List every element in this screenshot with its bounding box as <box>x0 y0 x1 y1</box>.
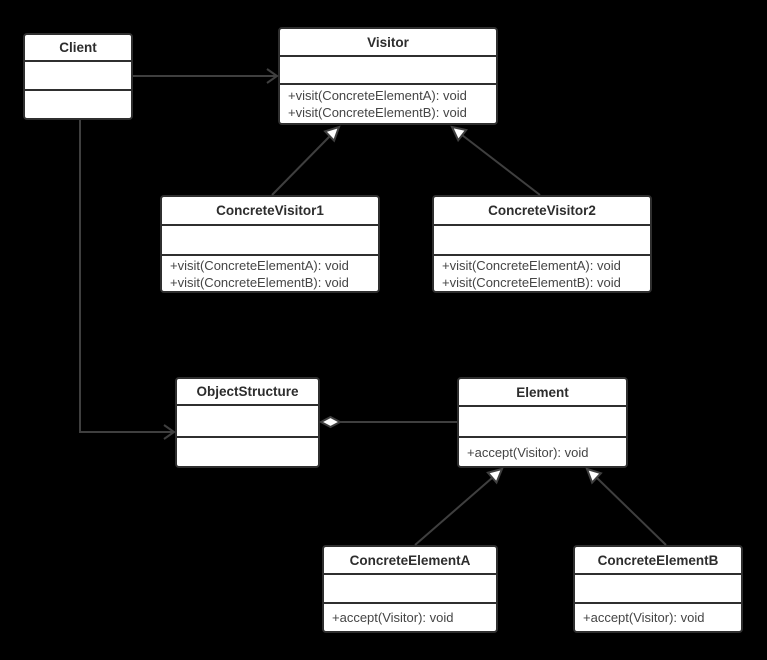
open-arrowhead-icon <box>266 68 279 84</box>
class-concrete-visitor1-attributes <box>162 224 378 254</box>
class-object-structure[interactable]: ObjectStructure <box>175 377 320 468</box>
class-concrete-visitor2-title: ConcreteVisitor2 <box>488 203 596 218</box>
association-line <box>79 120 172 433</box>
class-concrete-element-b-title: ConcreteElementB <box>597 552 719 568</box>
generalization-line <box>414 477 493 546</box>
method-label: +visit(ConcreteElementA): void <box>288 88 467 103</box>
method-label: +accept(Visitor): void <box>332 610 454 625</box>
method-label: +visit(ConcreteElementA): void <box>442 257 621 273</box>
class-visitor-methods: +visit(ConcreteElementA): void +visit(Co… <box>280 83 496 123</box>
method-label: +accept(Visitor): void <box>467 444 589 460</box>
class-visitor-attributes <box>280 55 496 83</box>
edge-concretevisitor2-visitor[interactable] <box>450 125 541 196</box>
class-object-structure-title: ObjectStructure <box>196 384 299 399</box>
edge-concretevisitor1-visitor[interactable] <box>271 125 341 196</box>
generalization-line <box>271 135 331 196</box>
class-visitor[interactable]: Visitor +visit(ConcreteElementA): void +… <box>278 27 498 125</box>
edge-concreteelementb-element[interactable] <box>585 467 667 546</box>
method-label: +visit(ConcreteElementB): void <box>170 274 349 290</box>
class-concrete-visitor2-attributes <box>434 224 650 254</box>
class-concrete-element-b-methods: +accept(Visitor): void <box>575 602 741 631</box>
class-concrete-element-a[interactable]: ConcreteElementA +accept(Visitor): void <box>322 545 498 633</box>
class-client-title: Client <box>59 40 97 55</box>
class-concrete-visitor2-methods: +visit(ConcreteElementA): void +visit(Co… <box>434 254 650 291</box>
class-object-structure-methods <box>177 436 318 466</box>
hollow-triangle-arrowhead-icon <box>450 125 468 143</box>
class-concrete-element-a-title: ConcreteElementA <box>349 552 471 568</box>
class-concrete-element-b[interactable]: ConcreteElementB +accept(Visitor): void <box>573 545 743 633</box>
class-element[interactable]: Element +accept(Visitor): void <box>457 377 628 468</box>
edge-objectstructure-element-aggregation[interactable] <box>318 415 457 429</box>
generalization-line <box>461 134 541 196</box>
class-object-structure-attributes <box>177 404 318 436</box>
method-label: +visit(ConcreteElementA): void <box>170 257 349 273</box>
class-concrete-visitor1-title: ConcreteVisitor1 <box>216 203 324 218</box>
class-concrete-element-a-attributes <box>324 573 496 602</box>
edge-concreteelementa-element[interactable] <box>414 467 504 546</box>
open-arrowhead-icon <box>163 424 176 440</box>
class-element-title: Element <box>516 384 569 400</box>
hollow-triangle-arrowhead-icon <box>323 125 341 143</box>
method-label: +visit(ConcreteElementB): void <box>288 105 467 120</box>
edge-client-objectstructure[interactable] <box>79 120 176 440</box>
class-concrete-element-a-methods: +accept(Visitor): void <box>324 602 496 631</box>
class-element-methods: +accept(Visitor): void <box>459 436 626 466</box>
hollow-triangle-arrowhead-icon <box>486 467 504 485</box>
class-concrete-visitor1-methods: +visit(ConcreteElementA): void +visit(Co… <box>162 254 378 291</box>
generalization-line <box>596 477 667 546</box>
method-label: +visit(ConcreteElementB): void <box>442 274 621 290</box>
class-concrete-visitor1[interactable]: ConcreteVisitor1 +visit(ConcreteElementA… <box>160 195 380 293</box>
class-client-attributes <box>25 60 131 89</box>
method-label: +accept(Visitor): void <box>583 610 705 625</box>
class-visitor-title: Visitor <box>367 34 409 50</box>
class-element-attributes <box>459 405 626 436</box>
class-client[interactable]: Client <box>23 33 133 120</box>
edge-client-visitor[interactable] <box>133 68 279 84</box>
class-concrete-visitor2[interactable]: ConcreteVisitor2 +visit(ConcreteElementA… <box>432 195 652 293</box>
aggregation-diamond-icon <box>318 415 343 429</box>
hollow-triangle-arrowhead-icon <box>585 467 603 485</box>
class-concrete-element-b-attributes <box>575 573 741 602</box>
class-client-methods <box>25 89 131 118</box>
